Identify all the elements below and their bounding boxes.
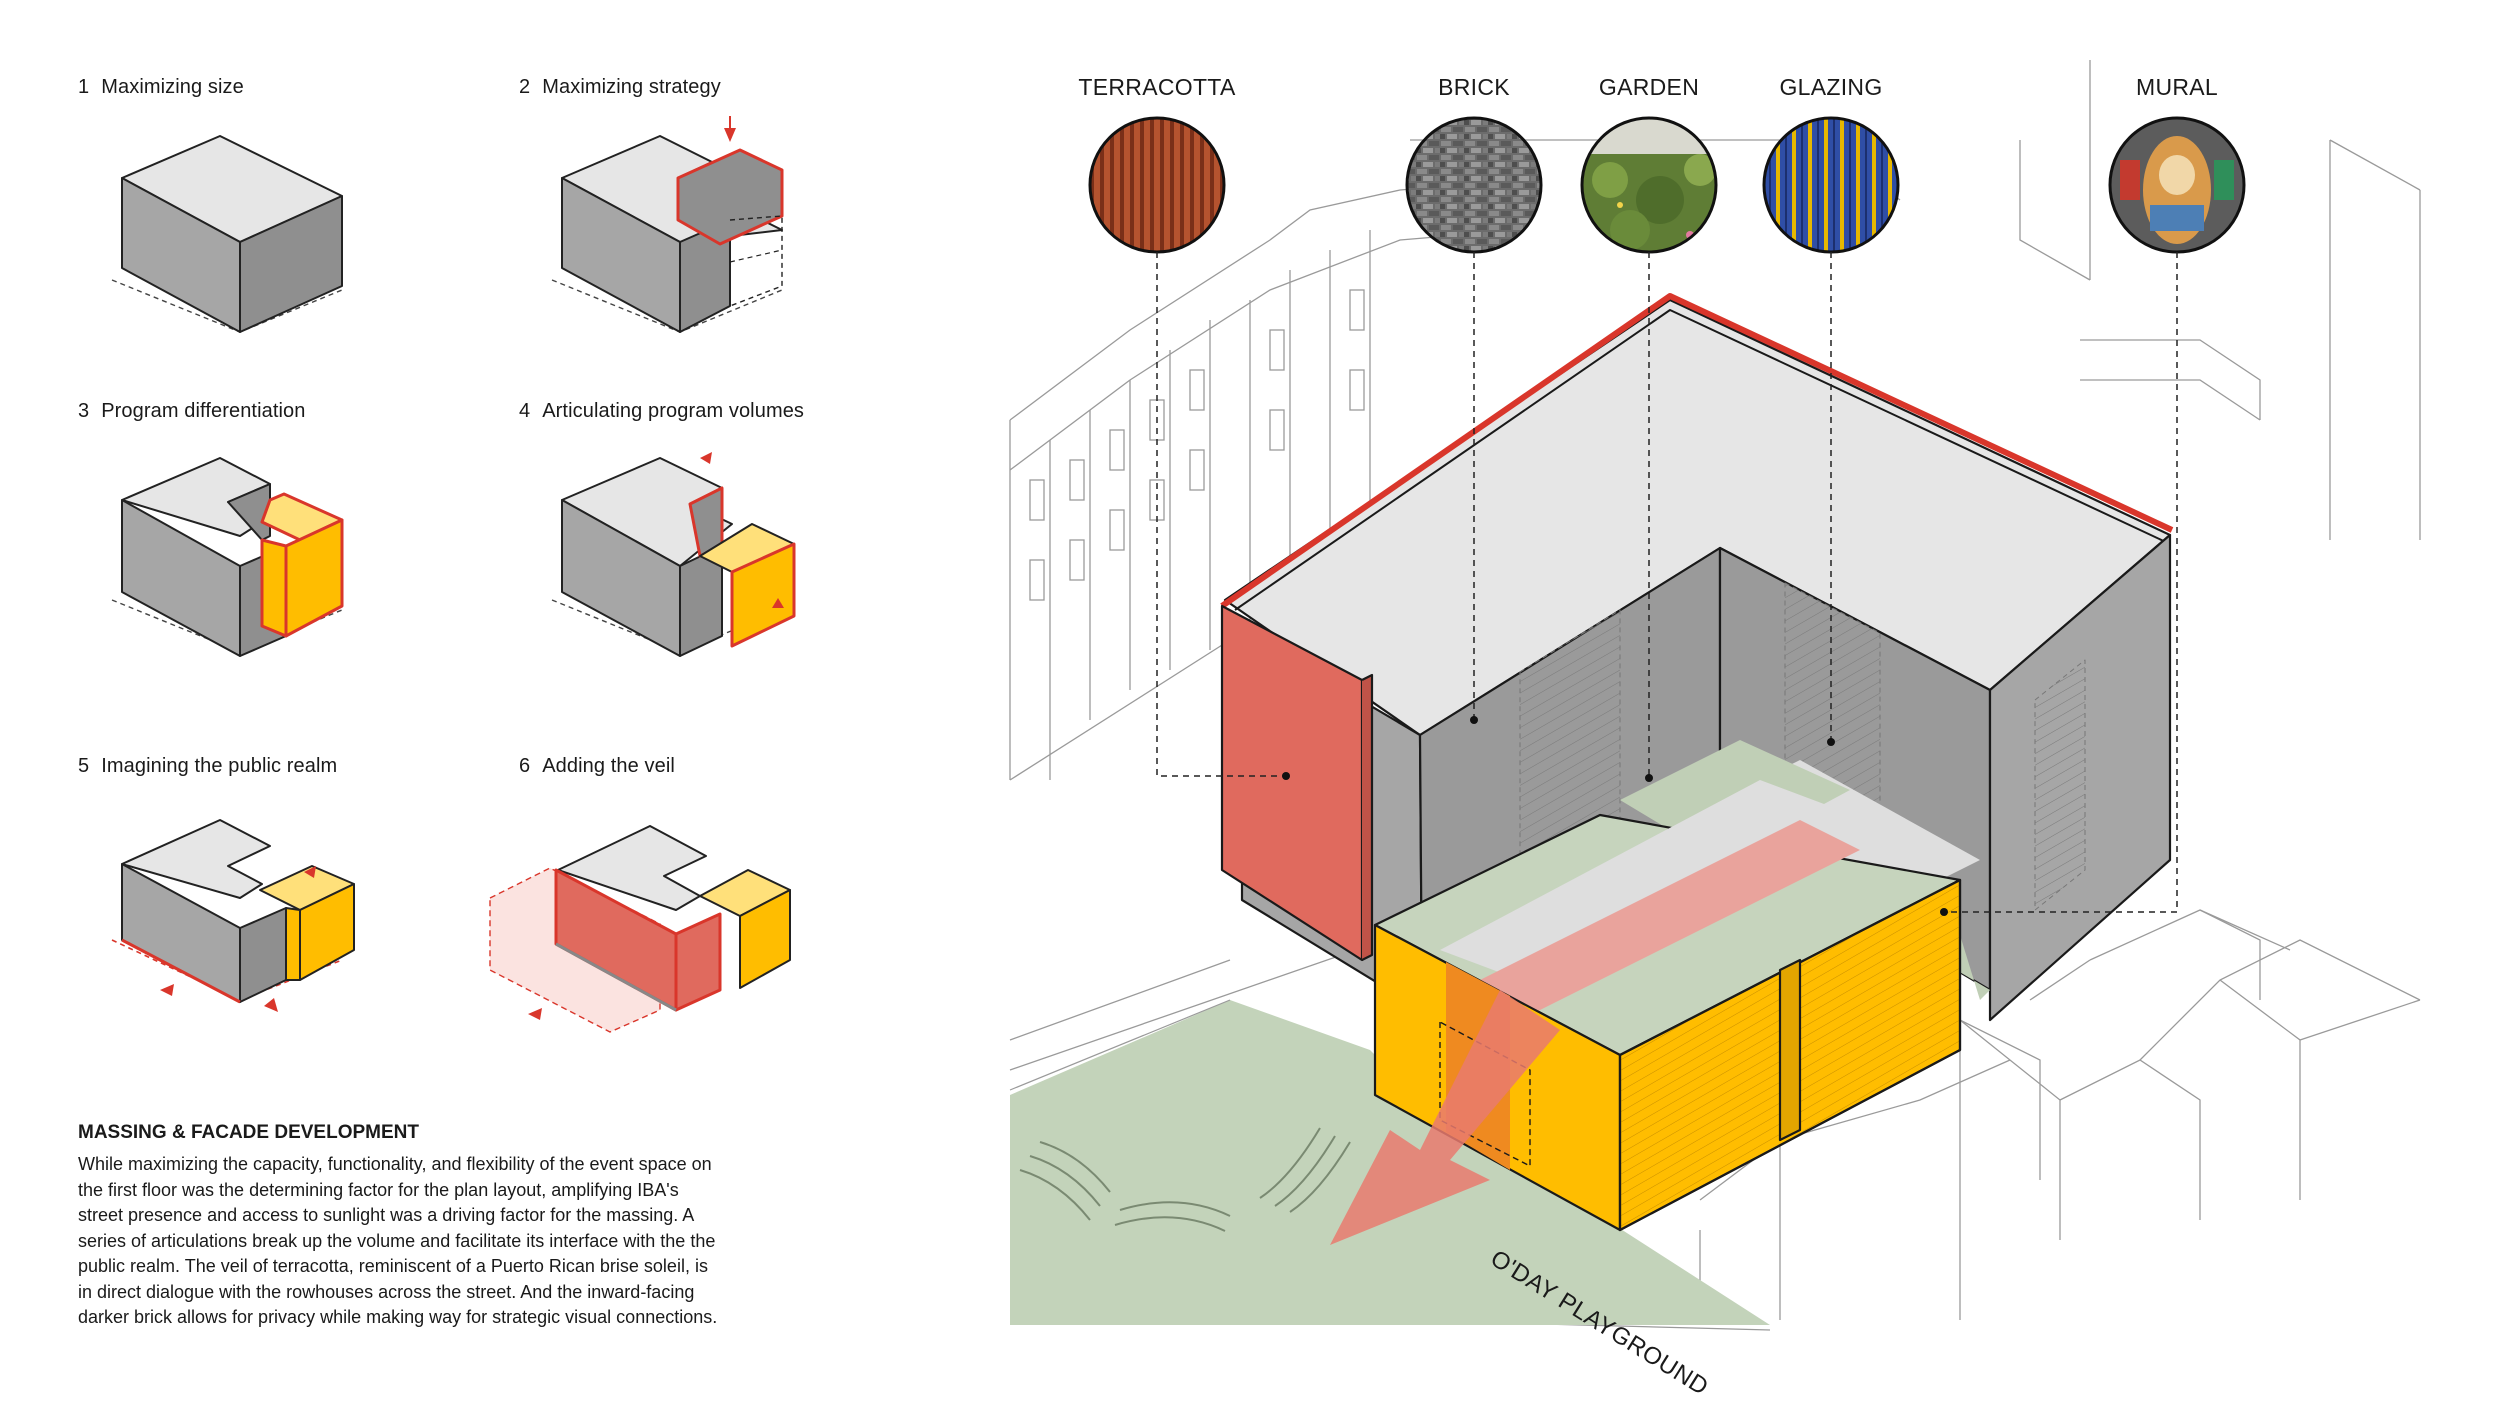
step-3-box: [111, 457, 344, 657]
brick-swatch-icon: [1405, 116, 1543, 254]
description-title: MASSING & FACADE DEVELOPMENT: [78, 1122, 419, 1143]
material-label-glazing: GLAZING: [1779, 74, 1883, 100]
glazing-swatch-icon: [1762, 116, 1900, 254]
amphitheater-seating: [1019, 1127, 1351, 1232]
material-label-brick: BRICK: [1438, 74, 1510, 100]
description-body: While maximizing the capacity, functiona…: [78, 1154, 718, 1327]
material-label-terracotta: TERRACOTTA: [1078, 74, 1236, 100]
step-2-box: [551, 116, 784, 333]
description-block: MASSING & FACADE DEVELOPMENT While maxim…: [78, 1122, 718, 1331]
step-6-box: [489, 825, 791, 1033]
mural-swatch-icon: [2110, 118, 2244, 252]
material-leaders: [1156, 252, 2178, 913]
material-label-mural: MURAL: [2135, 74, 2219, 100]
leader-dots: [1282, 716, 1948, 916]
step-1-box: [111, 135, 343, 333]
material-label-garden: GARDEN: [1598, 74, 1700, 100]
terracotta-swatch-icon: [1088, 116, 1226, 254]
step-4-box: [551, 452, 796, 657]
material-swatches: [1088, 116, 2246, 254]
entry-arrow-icon: [1330, 990, 1560, 1245]
step-5-box: [111, 819, 355, 1012]
